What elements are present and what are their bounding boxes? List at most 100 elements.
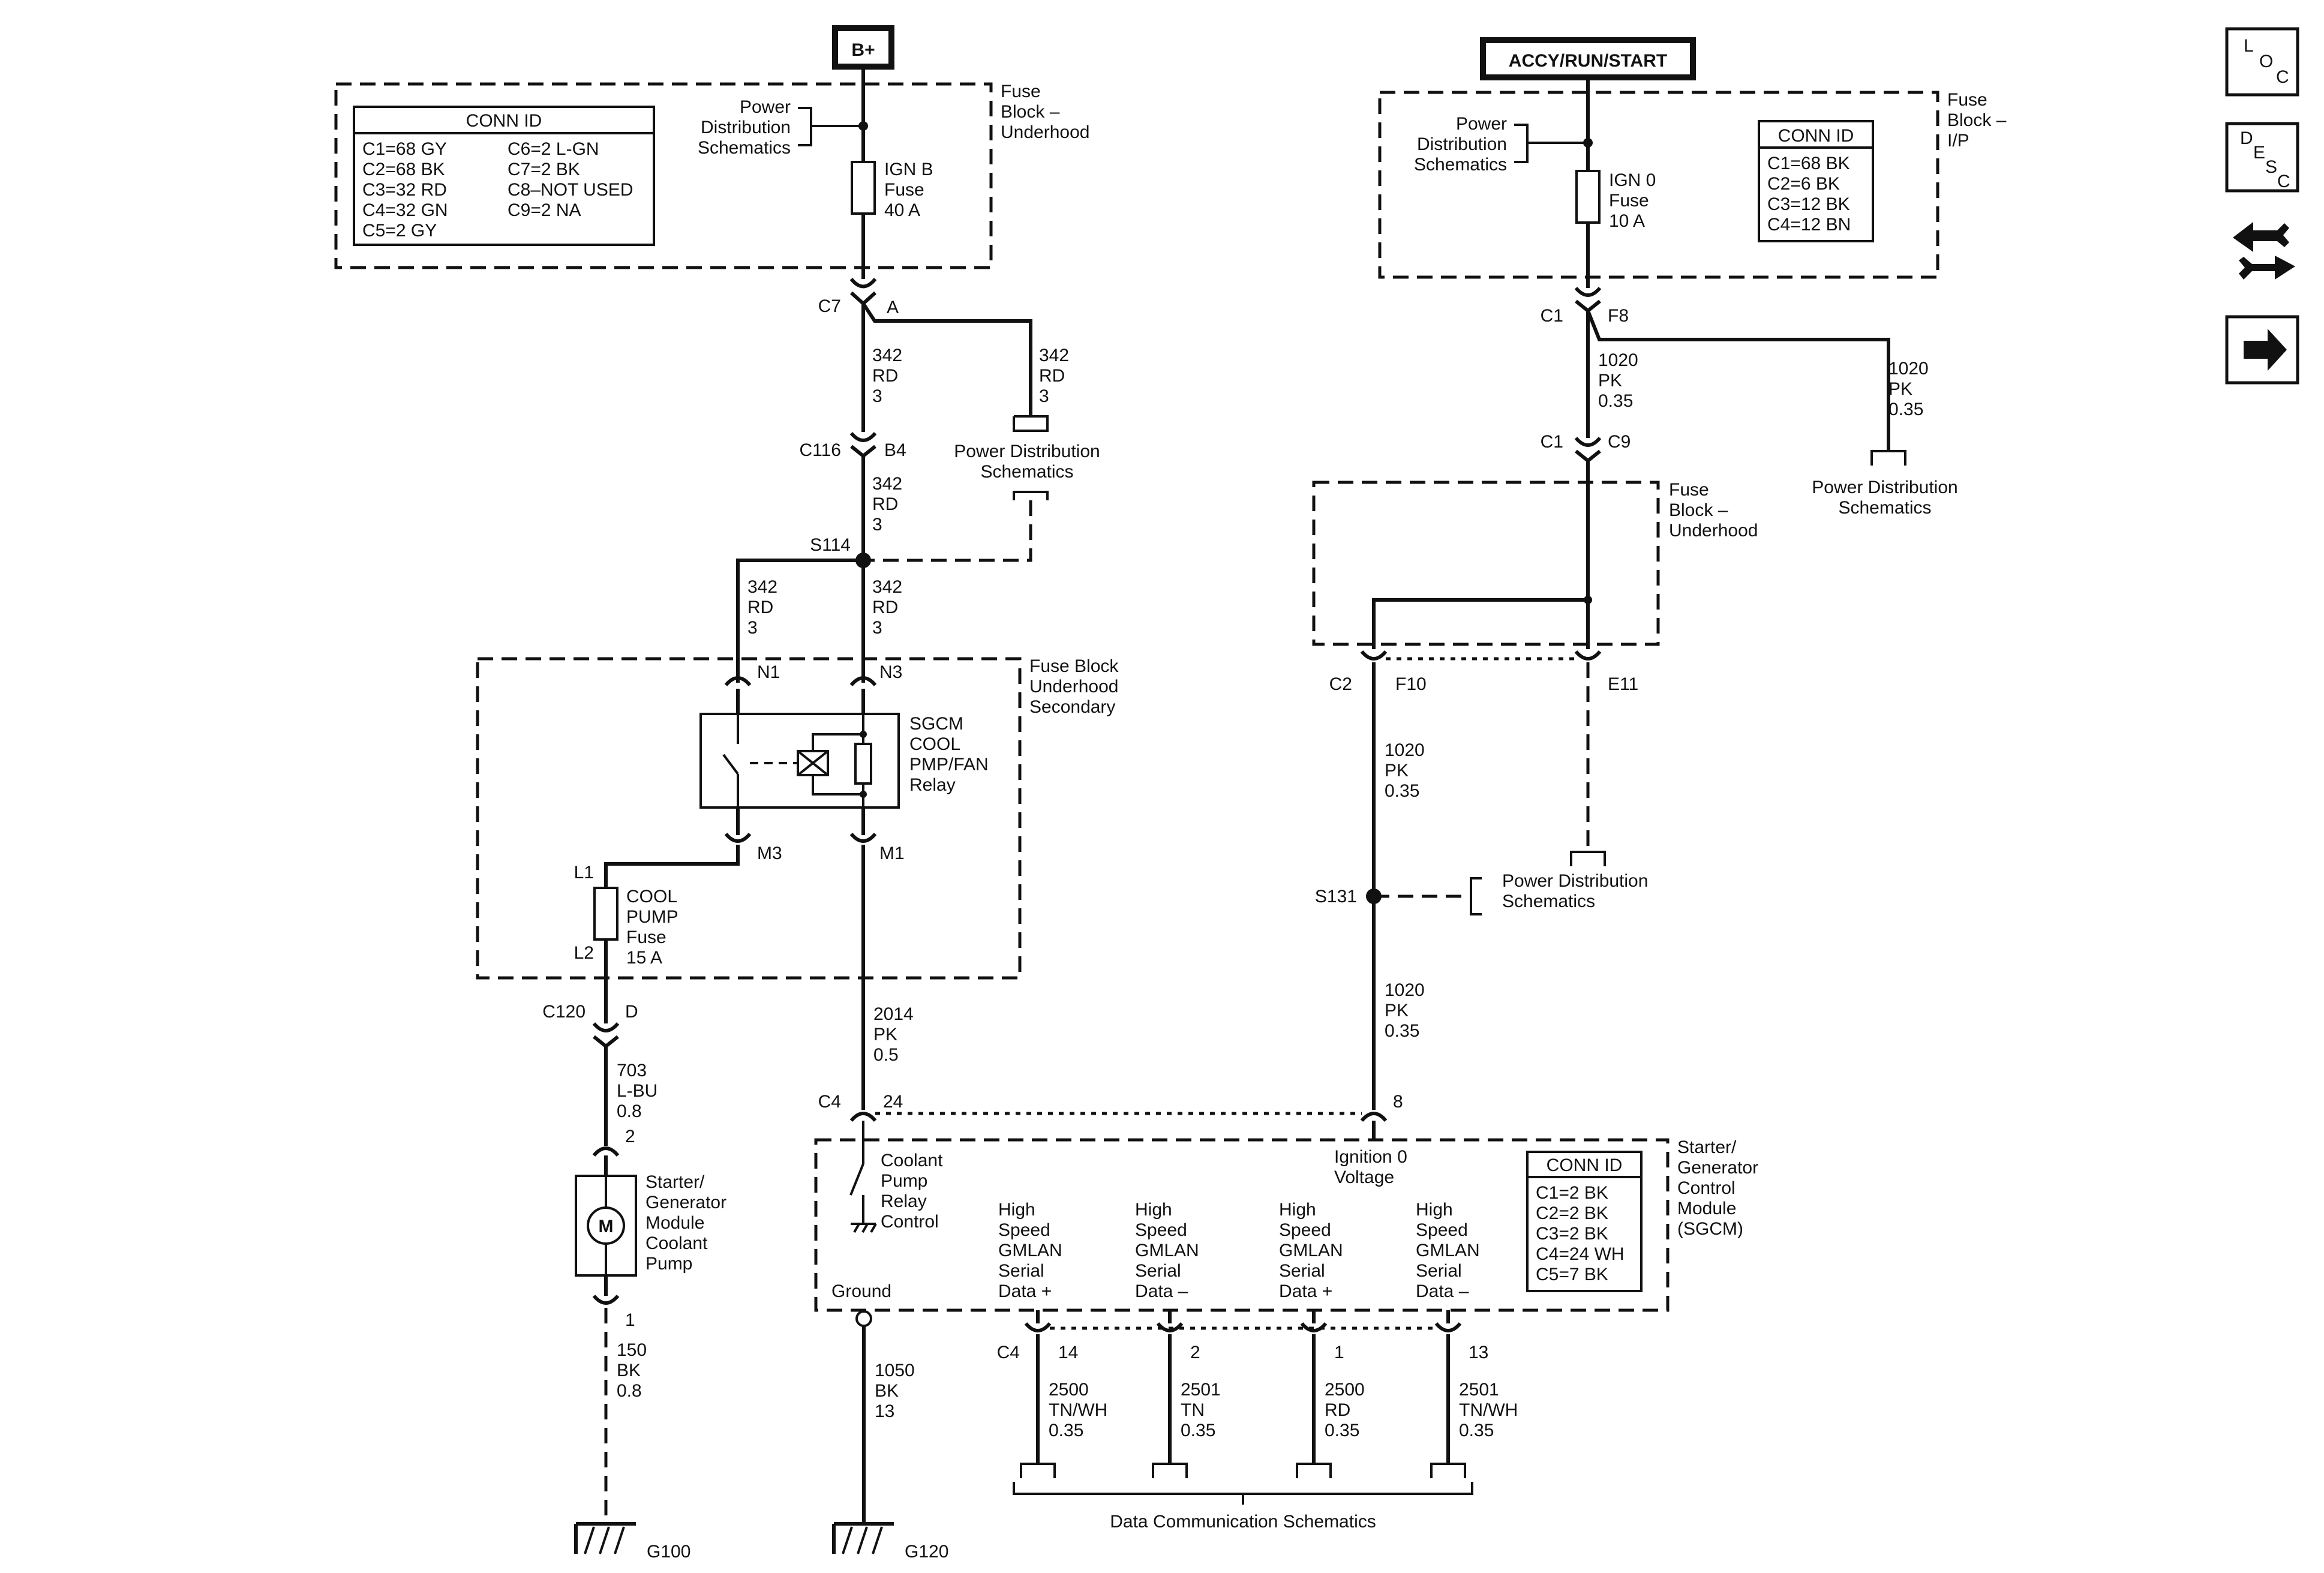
label-s114: S114 (810, 535, 851, 555)
svg-text:C1=2 BK: C1=2 BK (1536, 1183, 1608, 1203)
data-comm-label: Data Communication Schematics (1110, 1512, 1376, 1532)
svg-text:0.8: 0.8 (617, 1381, 642, 1401)
svg-text:13: 13 (875, 1401, 894, 1421)
svg-text:Fuse: Fuse (1609, 191, 1649, 211)
svg-text:Serial: Serial (1416, 1261, 1462, 1281)
label-f8: F8 (1608, 306, 1629, 326)
ground-label: Ground (831, 1281, 891, 1301)
bplus-label: B+ (851, 40, 875, 60)
wire-label-2501-b: 2501 TN/WH 0.35 (1459, 1380, 1518, 1440)
svg-text:GMLAN: GMLAN (1135, 1241, 1199, 1260)
pds-ref-s131: Power Distribution Schematics (1502, 871, 1648, 911)
svg-text:Speed: Speed (1279, 1220, 1331, 1240)
svg-text:Block –: Block – (1669, 500, 1728, 520)
fuse-block-underhood-right-label: Fuse Block – Underhood (1669, 480, 1758, 541)
svg-text:High: High (1279, 1200, 1316, 1220)
connector-c1-f8 (1574, 286, 1602, 297)
pds-ref-right: Power Distribution Schematics (1812, 478, 1957, 518)
pds-connector-e11 (1570, 851, 1606, 866)
svg-text:Generator: Generator (645, 1193, 726, 1212)
svg-text:COOL: COOL (909, 734, 960, 754)
loc-button[interactable]: L O C (2225, 27, 2299, 97)
label-b4: B4 (884, 440, 906, 460)
wire-label-1020-d: 1020 PK 0.35 (1385, 980, 1425, 1041)
desc-button[interactable]: D E S C (2225, 122, 2299, 193)
connector-m1 (849, 832, 877, 843)
svg-text:0.35: 0.35 (1598, 391, 1633, 411)
data-connector-14 (1024, 1310, 1052, 1464)
connector-end-view-button[interactable] (2233, 222, 2295, 280)
label-8: 8 (1393, 1092, 1403, 1112)
label-pin2: 2 (625, 1127, 635, 1146)
svg-text:Relay: Relay (881, 1191, 927, 1211)
fuse-block-underhood-right-outline (1312, 481, 1660, 646)
svg-text:C1=68 GY: C1=68 GY (362, 139, 447, 159)
connector-c1-c9 (1574, 436, 1602, 447)
svg-text:Control: Control (1677, 1178, 1736, 1198)
data-minus-2-label: High Speed GMLAN Serial Data – (1416, 1200, 1480, 1301)
label-g120: G120 (905, 1542, 948, 1562)
svg-text:Block –: Block – (1947, 110, 2007, 130)
svg-text:2014: 2014 (873, 1004, 914, 1024)
label-c116: C116 (800, 440, 842, 460)
svg-text:CONN ID: CONN ID (466, 111, 542, 131)
svg-text:2501: 2501 (1181, 1380, 1221, 1400)
svg-text:TN: TN (1181, 1400, 1205, 1420)
label-l1: L1 (574, 863, 594, 882)
svg-text:RD: RD (1325, 1400, 1350, 1420)
conn-id-table-sgcm: CONN ID C1=2 BK C2=2 BK C3=2 BK C4=24 WH… (1526, 1151, 1643, 1292)
connector-pump-1 (592, 1294, 620, 1305)
svg-text:Speed: Speed (1135, 1220, 1187, 1240)
svg-text:Coolant: Coolant (645, 1233, 708, 1253)
svg-text:Power Distribution: Power Distribution (954, 442, 1100, 461)
motor-symbol: M (599, 1217, 614, 1236)
label-c9: C9 (1608, 432, 1631, 452)
svg-text:Generator: Generator (1677, 1158, 1758, 1178)
next-page-button[interactable] (2225, 315, 2299, 385)
coolant-relay-control-switch (849, 1163, 864, 1196)
svg-text:Schematics: Schematics (698, 138, 791, 158)
connector-m3 (724, 832, 752, 843)
label-pin1: 1 (625, 1310, 635, 1330)
svg-text:Pump: Pump (645, 1254, 692, 1274)
svg-text:Speed: Speed (998, 1220, 1050, 1240)
svg-text:3: 3 (1039, 386, 1049, 406)
svg-text:GMLAN: GMLAN (1279, 1241, 1343, 1260)
connector-c4-8 (1360, 1112, 1388, 1122)
svg-text:PK: PK (1888, 379, 1912, 399)
fuse-block-ip-outline (1378, 91, 1939, 279)
ign-b-fuse (851, 161, 876, 215)
connector-c116 (849, 431, 877, 442)
wire-342-branch (861, 302, 1032, 416)
svg-text:Data +: Data + (998, 1281, 1052, 1301)
svg-text:Power: Power (1456, 114, 1507, 134)
relay-diode-resistor (854, 743, 872, 785)
svg-text:TN/WH: TN/WH (1459, 1400, 1518, 1420)
svg-text:RD: RD (872, 494, 898, 514)
conn-id-table-underhood: CONN ID C1=68 GY C2=68 BK C3=32 RD C4=32… (353, 106, 655, 246)
svg-text:C5=7 BK: C5=7 BK (1536, 1265, 1608, 1284)
svg-text:Distribution: Distribution (701, 118, 791, 137)
fuse-block-secondary-outline (476, 657, 1022, 980)
svg-text:0.35: 0.35 (1181, 1421, 1215, 1440)
svg-text:3: 3 (872, 618, 882, 638)
accy-label: ACCY/RUN/START (1509, 51, 1667, 71)
svg-text:0.35: 0.35 (1385, 1021, 1419, 1041)
svg-text:D: D (2240, 128, 2253, 148)
cool-pump-fuse (593, 887, 618, 941)
svg-text:0.35: 0.35 (1325, 1421, 1359, 1440)
svg-text:Fuse: Fuse (1669, 480, 1709, 500)
pds-ref-left: Power Distribution Schematics (954, 442, 1100, 482)
svg-text:342: 342 (872, 346, 902, 365)
svg-text:C4=24 WH: C4=24 WH (1536, 1244, 1625, 1264)
sgcm-label: Starter/ Generator Control Module (SGCM) (1677, 1137, 1758, 1239)
wire-1020-branch (1586, 310, 1890, 451)
svg-text:0.35: 0.35 (1459, 1421, 1494, 1440)
label-1: 1 (1334, 1343, 1344, 1362)
wire-m3-fuse (604, 845, 740, 888)
pds-connector-s131 (1470, 877, 1482, 915)
svg-text:O: O (2259, 52, 2273, 71)
wire-label-342-a: 342 RD 3 (872, 346, 902, 406)
svg-text:E: E (2253, 143, 2265, 163)
data-comm-connectors (1013, 1463, 1473, 1505)
